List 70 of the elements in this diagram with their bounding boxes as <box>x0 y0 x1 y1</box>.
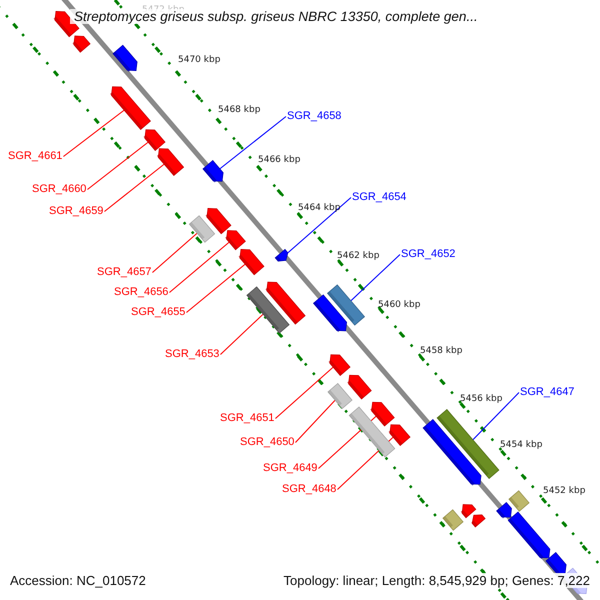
scale-label: 5468 kbp <box>218 105 260 115</box>
leader-line <box>274 366 334 419</box>
gene-feature <box>471 514 486 528</box>
gene-label: SGR_4660 <box>32 183 86 196</box>
leader-line <box>287 197 352 254</box>
leader-line <box>472 392 520 440</box>
gene-label: SGR_4655 <box>131 306 186 319</box>
gene-feature <box>348 406 396 458</box>
gene-feature <box>442 509 464 531</box>
scale-label: 5456 kbp <box>460 394 502 404</box>
gene-label: SGR_4650 <box>240 436 294 449</box>
gene-feature <box>265 282 306 325</box>
gene-feature <box>72 36 91 53</box>
leader-line <box>168 242 230 293</box>
gene-label: SGR_4647 <box>520 386 574 399</box>
scale-label: 5462 kbp <box>337 251 380 261</box>
gene-feature <box>274 248 288 262</box>
gene-feature <box>347 374 372 400</box>
gene-label: SGR_4652 <box>401 248 456 261</box>
gene-feature <box>112 44 138 72</box>
gene-label: SGR_4656 <box>114 286 168 299</box>
gene-label: SGR_4651 <box>220 412 274 425</box>
scale-label: 5454 kbp <box>500 440 542 450</box>
leader-line <box>62 110 125 157</box>
scale-label: 5466 kbp <box>258 155 300 165</box>
gene-feature <box>326 284 366 326</box>
gene-feature <box>246 286 290 334</box>
leader-line <box>152 232 198 273</box>
scale-label: 5460 kbp <box>378 300 420 310</box>
gene-feature <box>496 502 512 518</box>
gene-feature <box>202 160 224 183</box>
gene-feature <box>327 383 353 409</box>
gene-label: SGR_4654 <box>352 191 406 204</box>
gene-label: SGR_4658 <box>287 110 342 123</box>
gene-label: SGR_4648 <box>282 483 336 496</box>
gene-feature <box>388 424 411 446</box>
gene-feature <box>545 552 566 575</box>
gene-feature <box>238 249 264 276</box>
scale-label: 5452 kbp <box>543 486 586 496</box>
gene-feature <box>436 408 500 480</box>
gene-feature <box>508 490 530 512</box>
leader-line <box>219 116 286 170</box>
gene-feature <box>312 294 347 332</box>
leader-line <box>86 142 149 190</box>
leader-line <box>104 164 165 212</box>
leader-line <box>294 400 336 443</box>
gene-feature <box>144 129 166 151</box>
gene-feature <box>370 402 395 427</box>
leader-line <box>186 264 246 313</box>
scale-label: 5464 kbp <box>298 203 340 213</box>
gene-feature <box>206 208 232 234</box>
gene-label: SGR_4657 <box>97 266 152 279</box>
gene-feature <box>460 504 476 518</box>
gene-label: SGR_4653 <box>165 348 220 361</box>
scale-label: 5470 kbp <box>178 55 220 65</box>
gene-feature <box>225 230 246 250</box>
scale-label: 5458 kbp <box>420 346 462 356</box>
gene-label: SGR_4659 <box>49 205 104 218</box>
leader-line <box>350 254 400 302</box>
gene-label: SGR_4661 <box>8 150 62 163</box>
leader-line <box>220 314 264 355</box>
gene-label: SGR_4649 <box>263 462 318 475</box>
gene-feature <box>422 418 482 486</box>
gene-feature <box>110 86 151 130</box>
gene-feature <box>328 354 351 376</box>
summary-text: Topology: linear; Length: 8,545,929 bp; Genes: 7,222 <box>282 573 592 588</box>
gene-feature <box>188 215 216 243</box>
gene-feature <box>508 511 550 560</box>
gene-feature <box>156 148 184 176</box>
accession-text: Accession: NC_010572 <box>8 573 148 588</box>
